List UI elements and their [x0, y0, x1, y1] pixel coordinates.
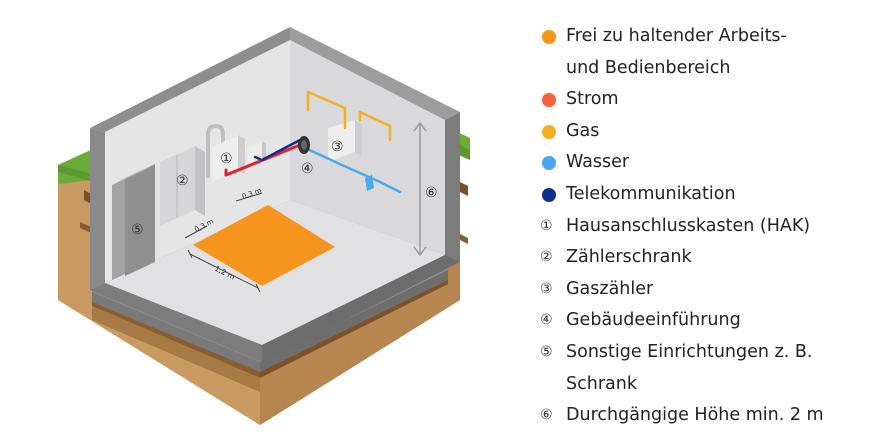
dimension-lines — [184, 192, 263, 293]
isometric-room-diagram: 0,3 m 0,3 m 1,2 m ① ② ③ ④ ⑤ ⑥ — [58, 27, 470, 425]
marker-hak: ① — [220, 151, 233, 167]
legend-number-marker: ⑤ — [540, 343, 553, 360]
legend-label: Gaszähler — [566, 278, 654, 299]
marker-building-entry: ④ — [301, 161, 314, 177]
marker-height: ⑥ — [425, 185, 438, 201]
legend-item: Schrank — [540, 369, 875, 401]
legend-number-marker: ⑥ — [540, 407, 553, 424]
legend-number-marker: ③ — [540, 280, 553, 297]
legend-label: Strom — [566, 89, 619, 110]
legend-item: ⑤ Sonstige Einrichtungen z. B. — [540, 337, 875, 369]
legend-label: Zählerschrank — [566, 247, 692, 268]
legend-item: ⑥ Durchgängige Höhe min. 2 m — [540, 400, 875, 432]
legend-label: Schrank — [566, 373, 637, 394]
work-area — [193, 205, 335, 286]
legend-label: und Bedienbereich — [566, 57, 731, 78]
gas-meter-box — [328, 120, 362, 162]
legend-color-dot — [542, 93, 556, 108]
legend: Frei zu haltender Arbeits-und Bedienbere… — [540, 21, 875, 432]
legend-item: ④ Gebäudeeinführung — [540, 305, 875, 337]
legend-item: Frei zu haltender Arbeits- — [540, 21, 875, 53]
legend-label: Wasser — [566, 152, 630, 173]
legend-number-marker: ① — [540, 217, 553, 234]
legend-item: ③ Gaszähler — [540, 274, 875, 306]
legend-color-dot — [542, 124, 556, 139]
legend-label: Sonstige Einrichtungen z. B. — [566, 341, 813, 362]
marker-cabinet: ⑤ — [131, 222, 144, 238]
legend-label: Gas — [566, 120, 600, 141]
height-arrow — [413, 121, 427, 257]
legend-label: Frei zu haltender Arbeits- — [566, 26, 787, 46]
legend-item: Telekommunikation — [540, 179, 875, 211]
legend-number-marker: ② — [540, 249, 553, 266]
legend-item: und Bedienbereich — [540, 53, 875, 85]
marker-gas-meter: ③ — [331, 139, 344, 155]
room-walls — [90, 27, 460, 362]
legend-label: Hausanschlusskasten (HAK) — [566, 215, 811, 236]
legend-item: Gas — [540, 116, 875, 148]
supply-lines — [224, 90, 402, 194]
legend-item: ① Hausanschlusskasten (HAK) — [540, 211, 875, 243]
legend-label: Telekommunikation — [566, 183, 736, 204]
meter-cabinet — [160, 123, 225, 226]
legend-item: Wasser — [540, 147, 875, 179]
cabinet — [112, 164, 155, 280]
hak-box — [212, 135, 266, 182]
legend-color-dot — [542, 187, 556, 202]
legend-color-dot — [542, 30, 556, 44]
building-entry — [298, 136, 310, 154]
marker-meter-cabinet: ② — [176, 173, 189, 189]
legend-label: Gebäudeeinführung — [566, 310, 741, 331]
legend-item: Strom — [540, 84, 875, 116]
legend-color-dot — [542, 156, 556, 171]
legend-label: Durchgängige Höhe min. 2 m — [566, 405, 824, 426]
legend-item: ② Zählerschrank — [540, 242, 875, 274]
legend-number-marker: ④ — [540, 312, 553, 329]
